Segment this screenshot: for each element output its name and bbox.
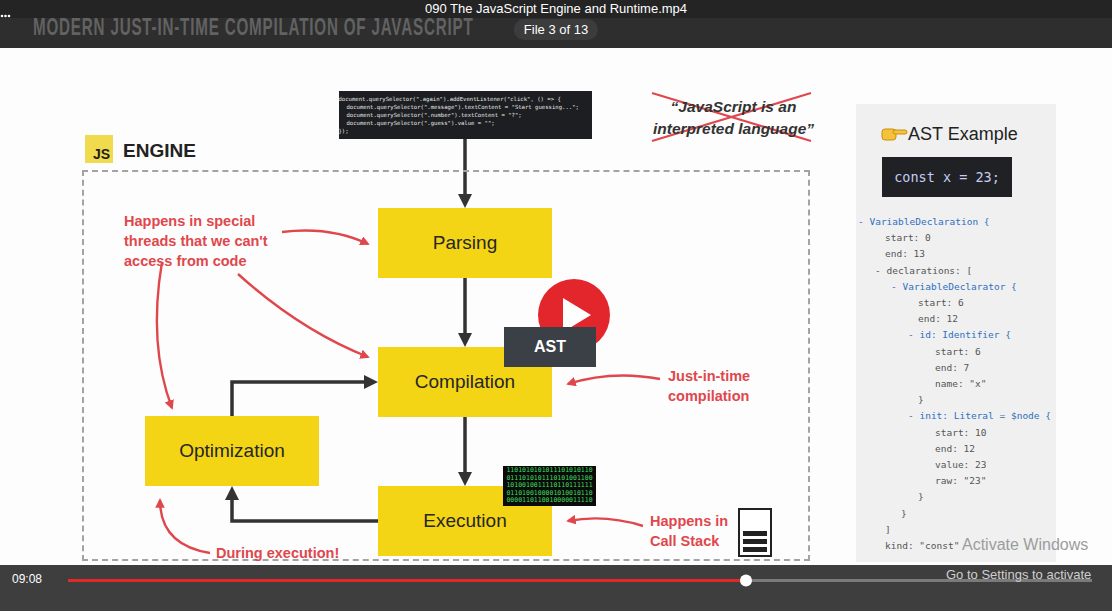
stage-label: Parsing <box>433 232 497 254</box>
callout-note: Happens in special threads that we can't… <box>124 211 279 271</box>
ast-tree-line: end: 7 <box>935 362 969 374</box>
ast-tree-line: } <box>918 491 924 503</box>
video-file-name: 090 The JavaScript Engine and Runtime.mp… <box>425 1 687 16</box>
machine-code-line: 1101010101011101010110 <box>506 467 592 475</box>
watermark: Activate Windows <box>962 536 1088 554</box>
machine-code-line: 0000110110010000011110 <box>506 497 592 505</box>
callout-arrow <box>568 375 660 384</box>
progress-knob <box>740 575 752 587</box>
ast-tree-line: end: 13 <box>885 248 925 260</box>
machine-code-line: 1010010011110110111111 <box>506 482 592 490</box>
stage-box: Execution <box>378 486 552 556</box>
ast-tag: AST <box>504 327 596 367</box>
player-controls-bar <box>0 565 1112 611</box>
stage-box: Compilation <box>378 347 552 417</box>
engine-heading: JS <box>85 135 113 163</box>
stage-box: Optimization <box>145 416 319 486</box>
ast-example-panel: AST Example const x = 23; <box>856 104 1056 562</box>
progress-track <box>68 579 1092 582</box>
stage-box: Parsing <box>378 208 552 278</box>
ast-tree-line: - init: Literal = $node { <box>908 410 1051 422</box>
code-sample-box: const x = 23; <box>882 157 1012 197</box>
menu-dot <box>4 15 7 18</box>
slide-header <box>0 0 1112 48</box>
menu-dot <box>8 15 11 18</box>
code-line: document.querySelector(".number").textCo… <box>339 111 522 119</box>
ast-tree-line: - declarations: [ <box>875 265 972 277</box>
stage-label: Execution <box>423 510 506 532</box>
engine-heading: ENGINE <box>123 140 196 162</box>
cross-out-line <box>652 93 811 141</box>
ast-tree-line: end: 12 <box>918 313 958 325</box>
callout-note: Just-in-time compilation <box>668 366 768 406</box>
flow-arrow <box>463 139 467 201</box>
machine-code-box: 1101010101011101010110011101010111010100… <box>503 466 596 506</box>
flow-arrow <box>463 278 467 340</box>
stage-label: Compilation <box>415 371 515 393</box>
callout-note: During execution! <box>216 543 339 563</box>
stack-slot <box>743 531 767 536</box>
callout-arrow <box>160 500 210 553</box>
ast-tree-line: end: 12 <box>935 443 975 455</box>
panel-heading: AST Example <box>908 124 1018 145</box>
ast-tree-line: ] <box>885 524 891 536</box>
code-line: document.querySelector(".message").textC… <box>339 103 579 111</box>
stack-slot <box>743 547 767 552</box>
flow-arrow <box>232 493 378 521</box>
call-stack-icon <box>739 509 771 556</box>
machine-code-line: 0110100100001010010110 <box>506 490 592 498</box>
play-button <box>538 279 610 351</box>
play-icon <box>563 298 591 332</box>
pointing-hand-icon <box>880 123 910 143</box>
ast-tree-line: name: "x" <box>935 378 986 390</box>
slide-title: MODERN JUST-IN-TIME COMPILATION OF JAVAS… <box>33 14 474 42</box>
call-stack-frame <box>739 509 771 556</box>
code-snippet: document.querySelector(".again").addEven… <box>339 91 592 139</box>
flow-arrow <box>463 417 467 479</box>
ast-tree-line: } <box>918 394 924 406</box>
stack-slot <box>743 539 767 544</box>
ast-tree-line: start: 0 <box>885 232 931 244</box>
code-sample: const x = 23; <box>894 169 1000 185</box>
ast-tree-line: raw: "23" <box>935 475 986 487</box>
ast-tree-line: start: 10 <box>935 427 986 439</box>
ast-tree-line: start: 6 <box>918 297 964 309</box>
progress-played <box>68 579 746 582</box>
engine-boundary: JSENGINEParsingCompilationASTOptimizatio… <box>82 170 810 561</box>
watermark: Go to Settings to activate <box>946 567 1091 582</box>
ast-tree-line: kind: "const" <box>885 540 959 552</box>
stage-label: Optimization <box>179 440 285 462</box>
ast-tree-line: - VariableDeclaration { <box>858 216 990 228</box>
playback-time: 09:08 <box>12 572 42 586</box>
callout-note: Happens in Call Stack <box>650 511 740 551</box>
callout-arrow <box>282 231 368 245</box>
cross-out-line <box>652 93 811 141</box>
machine-code-line: 0111010101110101001100 <box>506 475 592 483</box>
ast-tree-line: } <box>901 508 907 520</box>
callout-arrow <box>157 262 172 408</box>
ast-tree-line: value: 23 <box>935 459 986 471</box>
hand-finger <box>893 130 907 134</box>
ast-tree-line: - id: Identifier { <box>908 329 1011 341</box>
ast-tree-line: start: 6 <box>935 346 981 358</box>
ast-tree-line: - VariableDeclarator { <box>891 281 1017 293</box>
crossed-out-quote: “JavaScript is an interpreted language” <box>646 96 821 140</box>
ast-tag-label: AST <box>534 338 566 356</box>
menu-dot <box>1 15 4 18</box>
callout-arrow <box>238 274 368 357</box>
callout-arrow <box>568 518 643 526</box>
code-line: }); <box>339 127 349 135</box>
code-line: document.querySelector(".guess").value =… <box>339 119 495 127</box>
code-line: document.querySelector(".again").addEven… <box>339 95 561 103</box>
flow-arrow <box>232 382 371 416</box>
file-counter: File 3 of 13 <box>514 19 598 40</box>
